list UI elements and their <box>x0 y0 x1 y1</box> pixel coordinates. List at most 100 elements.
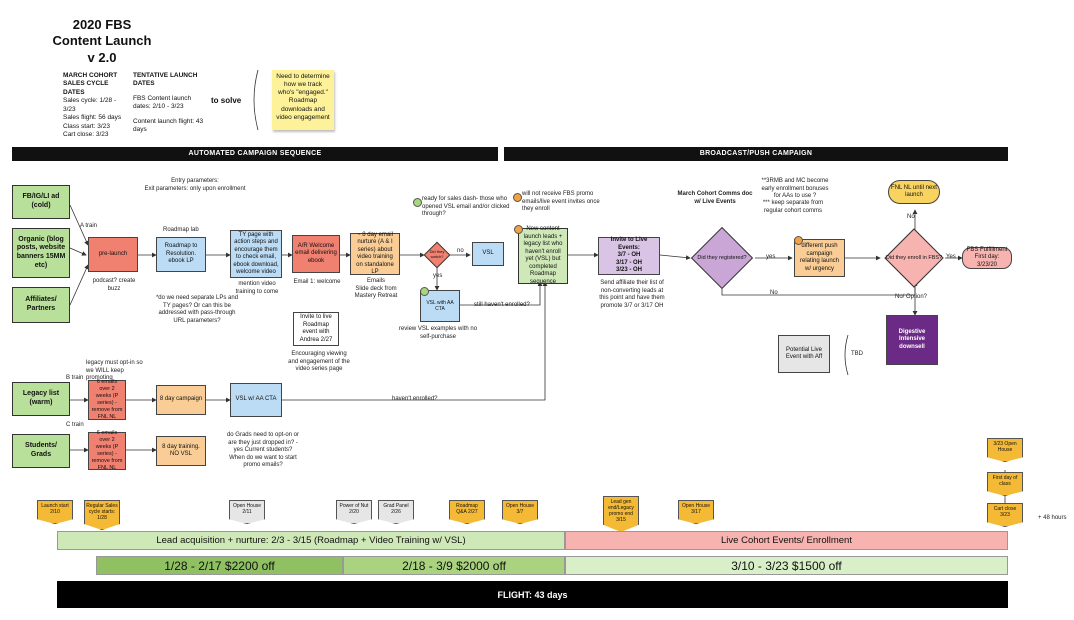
source-fb-ad: FB/IG/LI ad (cold) <box>12 185 70 219</box>
milestone-flag: Open House 3/7 <box>502 500 538 524</box>
roadmap-lab-note: Roadmap lab <box>163 227 199 233</box>
did-enroll-decision: Did they enroll in FBS? <box>880 228 948 288</box>
did-register-decision: Did they registered? <box>690 226 754 290</box>
did-watch-decision: Did they watch? <box>423 241 451 269</box>
pricing-band-3: 3/10 - 3/23 $1500 off <box>565 556 1008 575</box>
vsl-box: VSL <box>472 242 504 266</box>
green-dot <box>413 198 422 207</box>
live-cohort-band: Live Cohort Events/ Enrollment <box>565 531 1008 550</box>
flight-band: FLIGHT: 43 days <box>57 581 1008 608</box>
march-line: Cart close: 3/23 <box>63 131 109 139</box>
ty-page-box: TY page with action steps and encourage … <box>230 230 282 278</box>
emails-slide-note: Emails Slide deck from Mastery Retreat <box>354 278 398 299</box>
invite-live-box: Invite to live Roadmap event with Andrea… <box>293 312 339 346</box>
orange-dot <box>513 193 522 202</box>
havent-enrolled-note: haven't enrolled? <box>392 396 438 402</box>
march-heading: MARCH COHORT SALES CYCLE DATES <box>63 72 118 96</box>
no-option-note: No/ Option? <box>895 294 928 300</box>
roadmap-lp-box: Roadmap to Resolution. ebook LP <box>156 237 206 272</box>
header-broadcast: BROADCAST/PUSH CAMPAIGN <box>504 147 1008 161</box>
encourage-note: Encouraging viewing and engagement of th… <box>288 351 350 372</box>
potential-event-box: Potential Live Event with Aff <box>778 335 830 373</box>
will-not-receive-note: will not receive FBS promo emails/live e… <box>522 191 600 212</box>
legacy-8-day-box: 8 day campaign <box>156 385 206 415</box>
fbs-fulfillment-box: FBS Fulfillment First day: 3/23/20 <box>962 247 1012 269</box>
keep-separate-note: *** keep separate from regular cohort co… <box>762 200 824 214</box>
march-comms-note: March Cohort Comms doc w/ Live Events <box>677 191 753 205</box>
legacy-6-emails-box: 6 emails over 2 weeks (P series) - remov… <box>88 379 126 420</box>
march-line: Class start: 3/23 <box>63 122 110 130</box>
still-not-enrolled-note: still haven't enrolled? <box>474 302 530 308</box>
tentative-heading: TENTATIVE LAUNCH DATES <box>133 72 198 88</box>
lead-acquisition-band: Lead acquisition + nurture: 2/3 - 3/15 (… <box>57 531 565 550</box>
plus-48-note: + 48 hours <box>1038 515 1067 521</box>
milestone-flag: Roadmap Q&A 2/27 <box>449 500 485 524</box>
students-8-day-box: 8 day training. NO VSL <box>156 436 206 466</box>
tentative-launch-dates: TENTATIVE LAUNCH DATES FBS Content launc… <box>133 72 209 135</box>
milestone-flag: First day of class <box>987 472 1023 496</box>
yes-label: Yes <box>946 254 956 260</box>
source-organic: Organic (blog posts, website banners 15M… <box>12 228 70 278</box>
yes-label: yes <box>433 273 443 279</box>
invite-events-box: Invite to Live Events: 3/7 - OH 3/17 - O… <box>598 237 660 275</box>
legacy-optin-note: legacy must opt-in so we WILL keep promo… <box>86 360 143 381</box>
milestone-flag: Grad Panel 2/26 <box>378 500 414 524</box>
milestone-flag: Lead gen end/Legacy promo end 3/15 <box>603 496 639 532</box>
new-content-box: New content launch leads + legacy list w… <box>518 226 568 285</box>
orange-dot <box>514 225 523 234</box>
bonuses-note: **3RMB and MC become early enrollment bo… <box>761 178 829 199</box>
green-dot <box>420 287 429 296</box>
digestive-box: Digestive Intensive downsell <box>886 315 938 365</box>
email1-note: Email 1: welcome <box>293 279 341 285</box>
ready-sales-note: ready for sales dash- those who opened V… <box>422 196 510 217</box>
march-cohort-dates: MARCH COHORT SALES CYCLE DATES Sales cyc… <box>63 72 127 140</box>
fnl-nl-box: FNL NL until next launch <box>888 180 940 204</box>
no-top-label: No <box>907 214 915 220</box>
no-label: no <box>457 248 464 254</box>
page-title: 2020 FBS Content Launch v 2.0 <box>52 17 152 65</box>
nurture-box: ~ 8 day email nurture (A & I series) abo… <box>350 232 400 275</box>
milestone-flag: Power of Nut 2/20 <box>336 500 372 524</box>
source-students: Students/ Grads <box>12 434 70 468</box>
header-automated: AUTOMATED CAMPAIGN SEQUENCE <box>12 147 498 161</box>
b-train-label: B train <box>66 375 84 381</box>
entry-parameters-note: Entry parameters: Exit parameters: only … <box>144 178 246 192</box>
podcast-note: podcast? create buzz <box>92 278 136 292</box>
legacy-vsl-box: VSL w/ AA CTA <box>230 383 282 417</box>
lp-question-note: *do we need separate LPs and TY pages? O… <box>155 295 239 324</box>
milestone-flag: Cart close 3/23 <box>987 503 1023 527</box>
students-6-emails-box: 6 emails over 2 weeks (P series) - remov… <box>88 430 126 471</box>
ar-welcome-box: A/R Welcome email delivering ebook <box>292 235 340 273</box>
did-watch-label: Did they watch? <box>429 249 445 259</box>
pricing-band-2: 2/18 - 3/9 $2000 off <box>343 556 565 575</box>
did-register-label: Did they registered? <box>697 254 747 261</box>
march-line: Sales flight: 56 days <box>63 114 122 122</box>
tentative-line: FBS Content launch dates: 2/10 - 3/23 <box>133 94 192 111</box>
pricing-band-1: 1/28 - 2/17 $2200 off <box>96 556 343 575</box>
push-campaign-box: different push campaign relating launch … <box>794 239 845 277</box>
tbd-note: TBD <box>851 351 863 357</box>
send-affiliate-note: Send affiliate their list of non-convert… <box>599 280 665 309</box>
milestone-flag: Launch start 2/10 <box>37 500 73 524</box>
source-legacy: Legacy list (warm) <box>12 382 70 416</box>
milestone-flag: Regular Sales cycle starts: 1/28 <box>84 500 120 530</box>
c-train-label: C train <box>66 422 84 428</box>
milestone-flag: Open House 3/17 <box>678 500 714 524</box>
did-enroll-label: Did they enroll in FBS? <box>885 254 943 261</box>
milestone-flag: 3/23 Open House <box>987 438 1023 462</box>
mention-video-note: mention video training to come <box>235 281 279 295</box>
no-label: No <box>770 290 778 296</box>
grads-question-note: do Grads need to opt-on or are they just… <box>226 432 300 468</box>
to-solve-label: to solve <box>211 96 242 105</box>
sticky-note: Need to determine how we track who's "en… <box>272 70 334 130</box>
march-line: Sales cycle: 1/28 - 3/23 <box>63 97 117 113</box>
orange-dot <box>794 236 803 245</box>
tentative-line: Content launch flight: 43 days <box>133 117 204 134</box>
source-affiliates: Affiliates/ Partners <box>12 287 70 323</box>
a-train-label: A train <box>80 223 98 229</box>
yes-label: yes <box>766 254 776 260</box>
prelaunch-box: pre-launch <box>88 237 138 272</box>
milestone-flag: Open House 2/11 <box>229 500 265 524</box>
review-vsl-note: review VSL examples with no self-purchas… <box>398 326 478 340</box>
